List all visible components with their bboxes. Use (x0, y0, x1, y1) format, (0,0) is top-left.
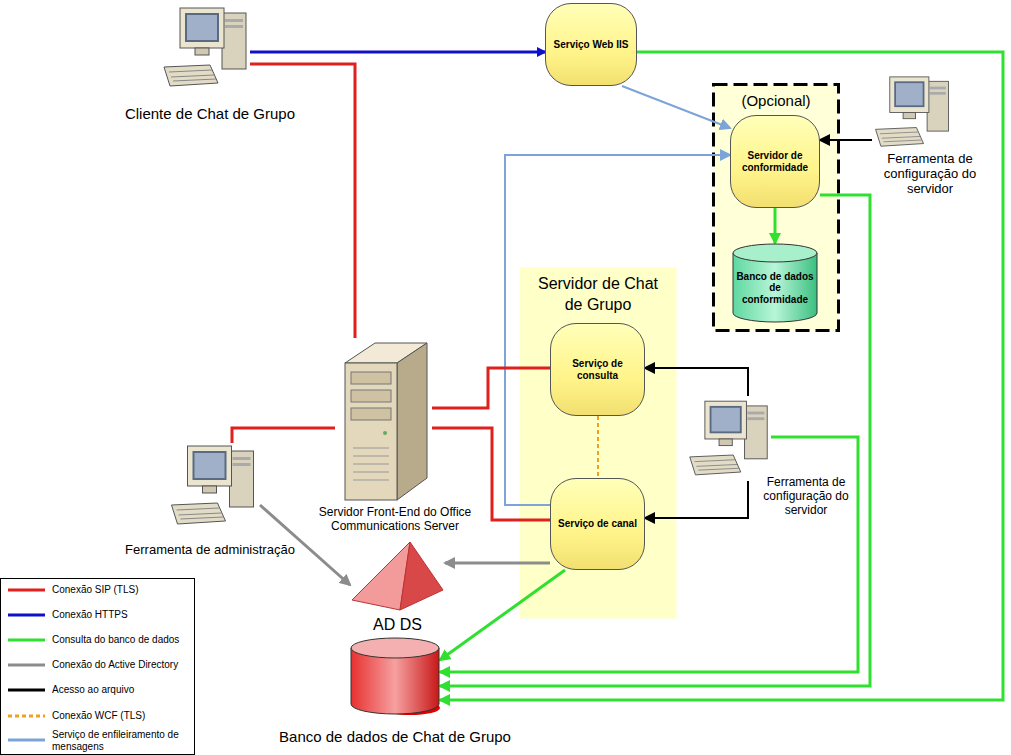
admin-computer: Ferramenta de administração (120, 443, 300, 565)
legend-text: Conexão WCF (TLS) (52, 710, 190, 722)
front-end-server: Servidor Front-End do Office Communicati… (290, 338, 500, 538)
process-box: Serviço de canal (550, 478, 645, 570)
process-box: Serviço de consulta (550, 323, 645, 416)
tool-computer-icon (686, 396, 771, 481)
process-box: Serviço Web IIS (545, 3, 637, 86)
database-cylinder-icon (350, 636, 440, 716)
directory-pyramid-icon (350, 540, 445, 612)
group-band (520, 268, 677, 619)
node-label: Cliente de Chat de Grupo (110, 105, 310, 122)
client-computer-icon (160, 5, 250, 90)
connector (645, 481, 748, 518)
connector (432, 368, 550, 408)
connector (597, 416, 599, 478)
group-title: (Opcional) (712, 91, 840, 111)
group-title: Servidor de Chat de Grupo (536, 274, 660, 316)
front-end-server-icon (335, 338, 432, 503)
node-text: Serviço de consulta (554, 358, 641, 381)
legend-text: Acesso ao arquivo (52, 684, 190, 696)
connector (645, 368, 748, 396)
legend-text: Serviço de enfileiramento de mensagens (52, 729, 190, 752)
dashed-group (714, 85, 839, 331)
optional-group: (Opcional) Servidor de conformidadeBanco … (712, 83, 840, 332)
connector (505, 155, 730, 505)
client-computer: Cliente de Chat de Grupo (110, 5, 310, 127)
node-label: Servidor Front-End do Office Communicati… (290, 506, 500, 534)
admin-computer-icon (165, 443, 260, 528)
connector (820, 139, 872, 141)
tool-computer: Ferramenta de configuração do servidor (686, 396, 856, 521)
connector (440, 437, 858, 672)
legend-text: Consulta do banco de dados (52, 634, 190, 646)
node-text: Serviço de canal (558, 518, 637, 530)
legend-samples (8, 590, 45, 740)
connector (622, 86, 730, 128)
connector (445, 562, 550, 565)
node-label: Ferramenta de configuração do servidor (758, 476, 854, 517)
node-text: Serviço Web IIS (554, 39, 629, 51)
database-cylinder: Banco de dados de conformidade (732, 243, 818, 323)
connector (250, 51, 545, 54)
server-group: Servidor de Chat de GrupoServiço de cons… (518, 266, 678, 620)
node-label: Banco de dados de Chat de Grupo (270, 728, 520, 745)
tool-computer-icon (872, 72, 952, 152)
legend-text: Conexão do Active Directory (52, 659, 190, 671)
connector (440, 570, 565, 660)
process-box: Servidor de conformidade (730, 115, 820, 208)
database-cylinder: Banco de dados de Chat de Grupo (270, 636, 520, 748)
legend-box (1, 579, 195, 755)
node-text: Servidor de conformidade (734, 150, 816, 173)
connector (440, 52, 1003, 700)
node-label: Ferramenta de administração (120, 543, 300, 558)
connector (774, 208, 777, 243)
tool-computer: Ferramenta de configuração do servidor (860, 72, 1000, 200)
node-label: AD DS (350, 616, 445, 634)
node-text: Banco de dados de conformidade (736, 271, 814, 306)
node-label: Ferramenta de configuração do servidor (872, 152, 988, 197)
connector (232, 428, 335, 443)
legend-text: Conexão HTTPS (52, 609, 190, 621)
legend-text: Conexão SIP (TLS) (52, 584, 190, 596)
directory-pyramid: AD DS (350, 540, 445, 636)
